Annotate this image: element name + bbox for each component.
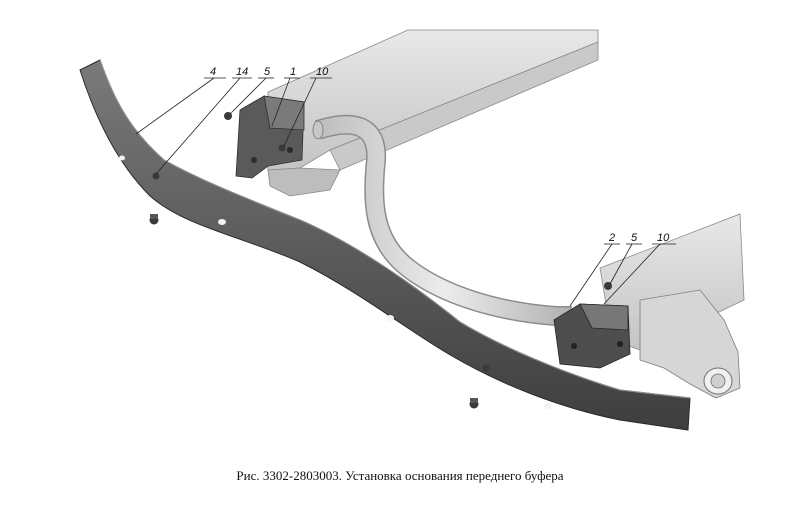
leader-lines [135, 77, 661, 307]
right-bracket [553, 303, 631, 369]
callout-5-right: 5 [631, 232, 638, 244]
callout-14: 14 [236, 66, 248, 78]
bumper-assembly-diagram: 4 14 5 1 10 2 5 10 [79, 29, 745, 431]
callouts: 4 14 5 1 10 2 5 10 [204, 66, 676, 245]
tube-crossmember [312, 114, 572, 326]
callout-10-left: 10 [316, 66, 329, 78]
callout-2: 2 [608, 232, 615, 244]
callout-1: 1 [290, 66, 296, 78]
bolts [149, 112, 612, 409]
bumper-bar [79, 59, 691, 431]
right-frame-rail [599, 213, 745, 399]
callout-5-left: 5 [264, 66, 271, 78]
callout-10-right: 10 [657, 232, 670, 244]
callout-4: 4 [210, 66, 216, 78]
figure-caption: Рис. 3302-2803003. Установка основания п… [236, 468, 564, 483]
left-frame-rail [267, 29, 599, 197]
